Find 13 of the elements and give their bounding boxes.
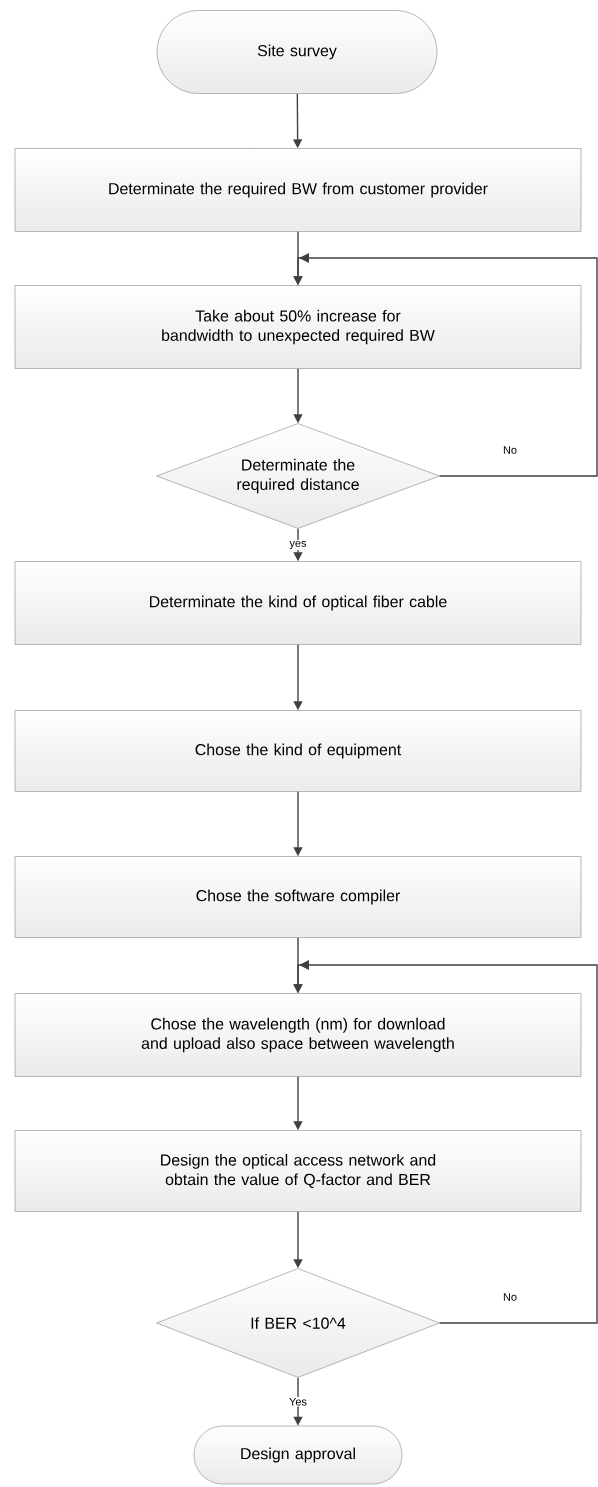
arrow [293,960,598,1324]
process-box: Take about 50% increase for bandwidth to unexpected required BW [14,285,582,369]
edge-label: Yes [289,1397,307,1406]
arrow [293,253,598,477]
edge-label: yes [289,540,307,550]
edge-label: No [503,446,517,454]
process-box: Design the optical access network and obtain the value of Q-factor and BER [14,1130,582,1212]
edge-label: No [503,1293,517,1301]
process-box: Chose the software compiler [14,856,582,938]
process-box: Chose the kind of equipment [14,710,582,792]
process-box: Determinate the kind of optical fiber cable [14,561,582,645]
process-box: Chose the wavelength (nm) for download and upload also space between wavelength [14,993,582,1077]
process-box: Determinate the required BW from customer provider [14,148,582,232]
